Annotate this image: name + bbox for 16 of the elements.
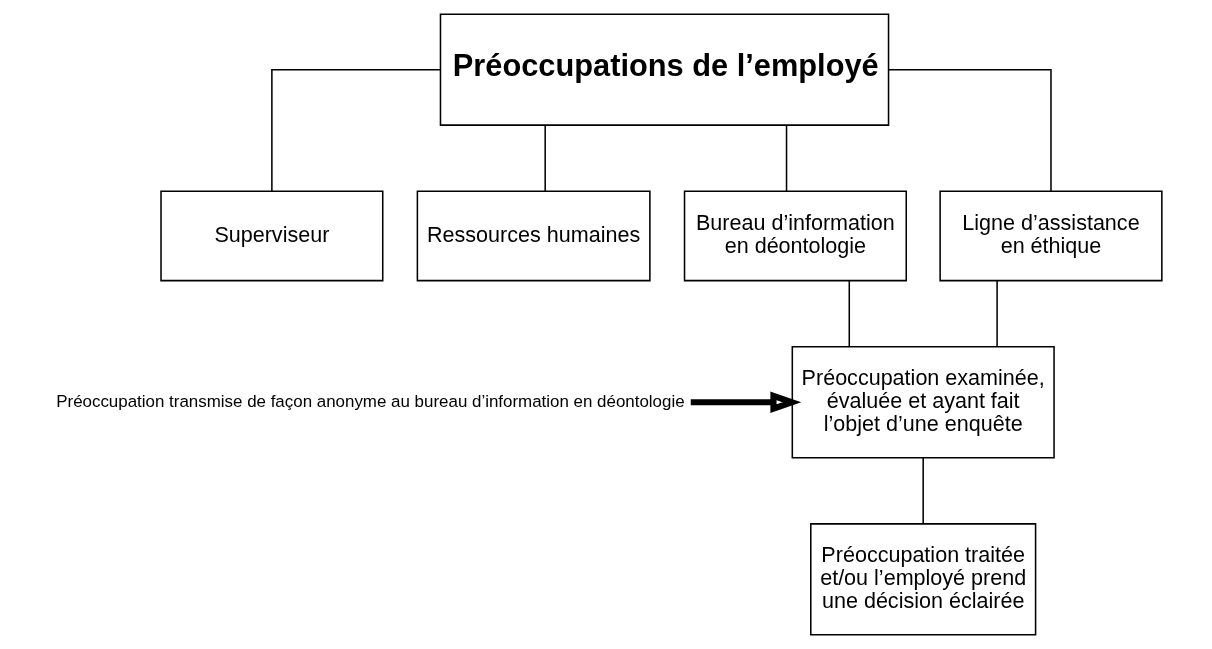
node-box: Préoccupations de l’employé (439, 13, 890, 126)
node-box: Ressources humaines (416, 190, 651, 282)
connector (888, 68, 1052, 192)
node-box: Bureau d’information en déontologie (683, 190, 907, 282)
node-box: Préoccupation traitée et/ou l’employé prend une décision éclairée (810, 523, 1037, 636)
node-box: Préoccupation examinée, évaluée et ayant fait l’objet d’une enquête (791, 346, 1055, 459)
connector (785, 124, 788, 192)
node-box: Superviseur (160, 190, 384, 282)
node-box: Ligne d’assistance en éthique (939, 190, 1163, 282)
connector (271, 68, 441, 192)
connector (848, 280, 851, 348)
connector (544, 124, 546, 192)
arrow (690, 391, 802, 414)
connector (996, 280, 998, 348)
connector (922, 457, 924, 525)
node-text: Préoccupation transmise de façon anonyme au bureau d’information en déontologie (56, 391, 685, 411)
